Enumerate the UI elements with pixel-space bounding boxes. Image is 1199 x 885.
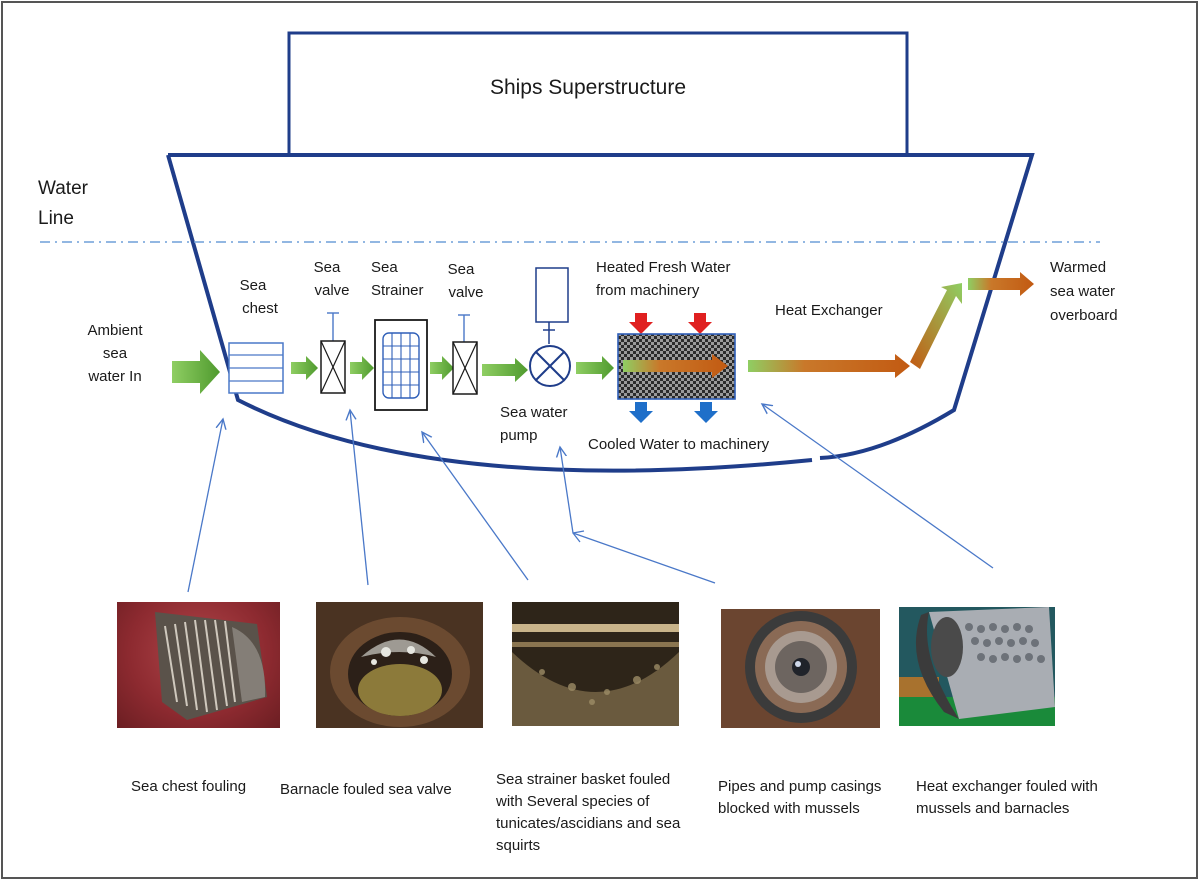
cold-out-arrow-2: [694, 402, 718, 423]
caption-strainer: Sea strainer basket fouled with Several …: [496, 771, 681, 854]
sea-water-pump-icon: [529, 267, 571, 387]
sea-valve-2-label-2: valve: [448, 284, 483, 301]
sea-chest-fouling-photo: [117, 602, 280, 728]
pump-label-2: pump: [500, 427, 538, 444]
sea-valve-2-icon: [452, 314, 478, 395]
caption-heat-exchanger: Heat exchanger fouled with mussels and b…: [916, 778, 1098, 817]
exchanger-flow-arrow: [623, 354, 728, 378]
hot-in-arrow-1: [629, 313, 653, 334]
cooled-water-label: Cooled Water to machinery: [588, 436, 770, 453]
pointer-pump-mid-arrow: [572, 530, 585, 543]
discharge-arrow-2: [910, 283, 962, 369]
flow-arrow-4: [482, 358, 528, 382]
inflow-arrow: [172, 350, 220, 394]
water-line-label-1: Water: [38, 178, 89, 199]
sea-strainer-icon: [374, 319, 428, 411]
superstructure-label: Ships Superstructure: [490, 76, 686, 99]
sea-valve-1-label-1: Sea: [314, 259, 341, 276]
pointer-strainer: [422, 432, 529, 581]
flow-arrow-3: [430, 356, 454, 380]
strainer-basket-photo: [512, 602, 679, 726]
warmed-label-1: Warmed: [1050, 259, 1106, 276]
hot-in-arrow-2: [688, 313, 712, 334]
sea-chest-label-1: Sea: [240, 277, 267, 294]
pointer-valve: [350, 410, 369, 586]
heat-exchanger-label: Heat Exchanger: [775, 302, 883, 319]
pump-label-1: Sea water: [500, 404, 568, 421]
cold-out-arrow-1: [629, 402, 653, 423]
warmed-label-2: sea water: [1050, 283, 1115, 300]
strainer-label-2: Strainer: [371, 282, 424, 299]
flow-arrow-5: [576, 356, 614, 380]
water-line-label-2: Line: [38, 208, 74, 229]
warmed-label-3: overboard: [1050, 307, 1118, 324]
flow-arrow-1: [291, 356, 318, 380]
discharge-arrow-3: [968, 272, 1034, 296]
pipes-pump-photo: [721, 609, 880, 728]
sea-valve-2-label-1: Sea: [448, 261, 475, 278]
heat-exchanger-photo: [899, 607, 1055, 726]
pointer-sea-chest: [187, 419, 223, 593]
sea-chest-icon: [228, 342, 284, 394]
flow-arrow-2: [350, 356, 374, 380]
heated-water-label-1: Heated Fresh Water: [596, 259, 731, 276]
caption-pipes: Pipes and pump casings blocked with muss…: [718, 778, 882, 817]
pointer-heat-exchanger: [762, 404, 994, 569]
sea-valve-1-label-2: valve: [314, 282, 349, 299]
discharge-arrow-1: [748, 354, 910, 378]
ambient-label-3: water In: [87, 368, 141, 385]
barnacle-valve-photo: [316, 602, 483, 728]
caption-sea-chest: Sea chest fouling: [131, 778, 247, 795]
hull-outline-left: [166, 154, 813, 473]
strainer-label-1: Sea: [371, 259, 398, 276]
hull-outline-right: [168, 153, 1035, 460]
sea-chest-label-2: chest: [242, 300, 279, 317]
caption-valve: Barnacle fouled sea valve: [280, 781, 452, 798]
sea-valve-1-icon: [320, 312, 346, 394]
heated-water-label-2: from machinery: [596, 282, 700, 299]
ambient-label-2: sea: [103, 345, 128, 362]
ambient-label-1: Ambient: [87, 322, 143, 339]
